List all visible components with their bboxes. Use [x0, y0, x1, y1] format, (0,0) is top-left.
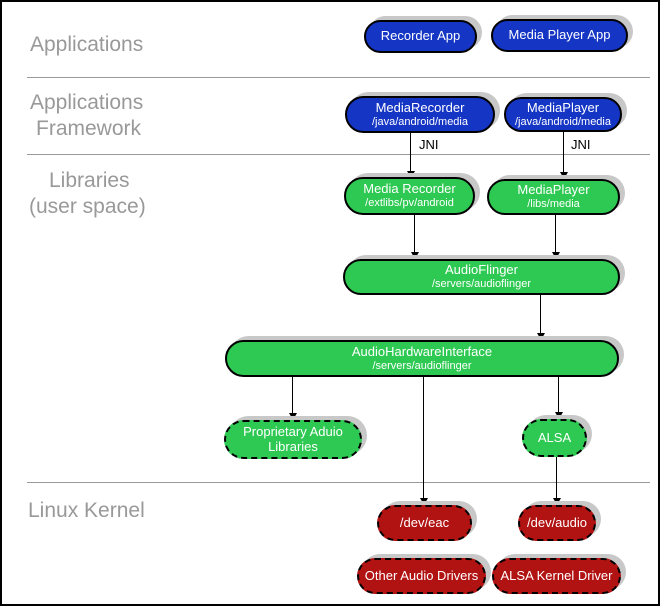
node-path: /servers/audioflinger — [372, 359, 472, 372]
arrow-mediarecorder-jni — [406, 133, 415, 178]
section-label-framework-line1: Applications — [30, 91, 144, 114]
node-label: MediaRecorder — [375, 99, 465, 115]
node-mediaplayer-framework: MediaPlayer /java/android/media — [504, 97, 622, 132]
arrow-ahi-to-dev-eac — [419, 377, 428, 505]
node-dev-eac: /dev/eac — [377, 505, 472, 541]
divider-libraries-kernel — [27, 482, 650, 483]
node-media-player-app: Media Player App — [491, 19, 628, 52]
arrow-ahi-to-alsa — [554, 377, 563, 419]
jni-label-right: JNI — [571, 137, 591, 152]
divider-applications-framework — [27, 77, 650, 78]
section-label-libraries-line1: Libraries — [49, 169, 130, 192]
node-audioflinger: AudioFlinger /servers/audioflinger — [343, 259, 620, 295]
node-recorder-app: Recorder App — [364, 20, 477, 53]
arrow-mediaplayer-to-audioflinger — [551, 214, 560, 259]
node-media-recorder-lib: Media Recorder /extlibs/pv/android — [344, 177, 475, 215]
node-proprietary-audio-libraries: Proprietary Aduio Libraries — [224, 420, 362, 459]
node-path: /extlibs/pv/android — [365, 197, 454, 210]
node-alsa: ALSA — [522, 419, 587, 457]
arrow-ahi-to-proprietary — [288, 377, 297, 420]
node-path: /java/android/media — [514, 115, 611, 128]
node-audiohardwareinterface: AudioHardwareInterface /servers/audiofli… — [225, 340, 619, 377]
node-label: MediaPlayer — [526, 99, 600, 115]
node-label: Proprietary Aduio — [243, 423, 343, 439]
node-dev-audio: /dev/audio — [518, 505, 596, 541]
arrow-alsa-to-dev-audio — [552, 457, 561, 505]
node-label: MediaPlayer — [517, 182, 590, 198]
node-label: ALSA — [537, 429, 572, 445]
section-label-applications: Applications — [30, 33, 144, 56]
arrow-audioflinger-to-ahi — [536, 295, 545, 340]
node-path: /java/android/media — [371, 115, 468, 128]
node-label: AudioHardwareInterface — [351, 343, 493, 359]
arrow-mediarecorder-to-audioflinger — [410, 215, 419, 259]
node-mediarecorder-framework: MediaRecorder /java/android/media — [345, 96, 495, 133]
divider-framework-libraries — [27, 154, 650, 155]
node-mediaplayer-lib: MediaPlayer /libs/media — [487, 179, 620, 215]
node-alsa-kernel-driver: ALSA Kernel Driver — [492, 558, 621, 594]
section-label-linux-kernel: Linux Kernel — [28, 499, 145, 522]
node-other-audio-drivers: Other Audio Drivers — [357, 558, 486, 594]
node-label: /dev/audio — [527, 514, 587, 530]
section-label-libraries-line2: (user space) — [29, 195, 146, 218]
jni-label-left: JNI — [419, 137, 439, 152]
node-label-line2: Libraries — [268, 438, 318, 454]
node-label: Recorder App — [380, 28, 461, 44]
node-label: Other Audio Drivers — [364, 567, 479, 583]
node-label: ALSA Kernel Driver — [500, 567, 613, 583]
node-label: AudioFlinger — [445, 262, 518, 278]
node-label: /dev/eac — [399, 514, 450, 530]
node-path: /libs/media — [527, 198, 580, 211]
node-label: Media Player App — [508, 27, 611, 43]
node-label: Media Recorder — [363, 181, 456, 197]
section-label-framework-line2: Framework — [36, 117, 142, 140]
node-path: /servers/audioflinger — [431, 278, 532, 291]
arrow-mediaplayer-jni — [559, 132, 568, 179]
